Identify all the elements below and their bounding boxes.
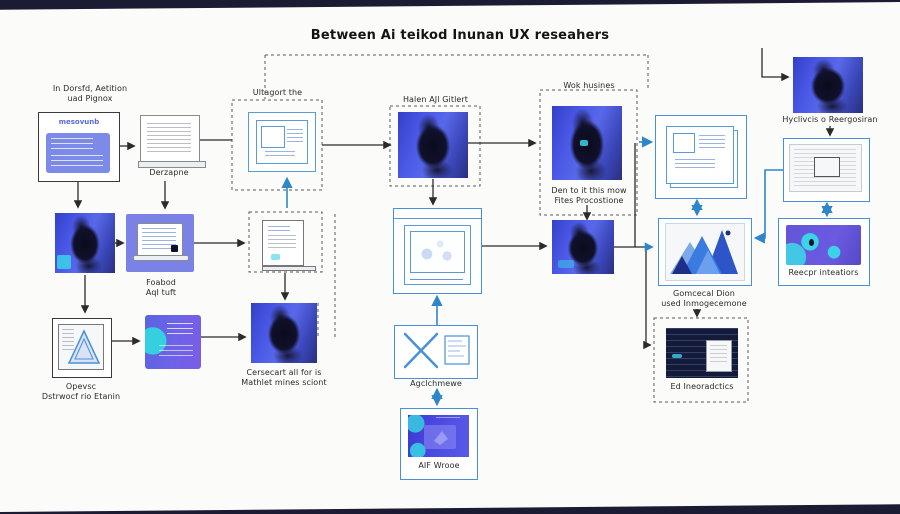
text-lines — [167, 323, 193, 335]
center-window-box — [393, 208, 482, 294]
text-lines — [51, 155, 103, 168]
hyclivcis-photo — [793, 57, 863, 113]
dorsfd-blue-panel — [46, 133, 110, 173]
figure-photo-2 — [55, 213, 115, 273]
wok-photo — [552, 106, 622, 180]
chart-blob — [271, 254, 280, 260]
mini-window — [814, 157, 840, 177]
arrow-shape-icon — [434, 431, 448, 445]
text-lines — [51, 138, 93, 150]
derzapne-label: Derzapne — [149, 168, 189, 177]
cersecart-photo — [251, 303, 317, 363]
halen-photo — [398, 112, 468, 178]
foabod-box — [126, 214, 194, 272]
mountains-icon — [670, 230, 738, 274]
ed-dashboard-image — [666, 328, 738, 378]
agclchmewe-box — [394, 325, 478, 379]
ultagort-label: Ultagort the — [252, 88, 303, 97]
figure-photo-3 — [552, 220, 614, 274]
dark-key — [171, 245, 178, 252]
app-card-image — [145, 315, 201, 369]
blue-title-line — [268, 226, 290, 232]
text-lines — [699, 135, 725, 151]
reecpr-photo — [786, 225, 861, 265]
wok-caption: Den to it this mow Fites Procostione — [551, 186, 627, 206]
ultagort-outer-frame — [248, 112, 316, 172]
gomcecal-label: Gomcecal Dion used Inmogecemone — [661, 289, 747, 309]
text-lines — [287, 129, 303, 143]
wok-label: Wok husines — [563, 81, 615, 90]
glyph-mark — [809, 239, 814, 246]
stacked-frame-front — [666, 126, 734, 184]
laptop-icon — [137, 223, 183, 257]
white-panel — [706, 340, 732, 372]
aif-photo — [408, 415, 469, 457]
derzapne-monitor-base — [138, 161, 206, 168]
opevsc-box — [52, 318, 112, 378]
text-lines — [159, 345, 193, 359]
derzapne-monitor-icon — [140, 115, 200, 163]
cyan-patch — [558, 260, 574, 268]
agclchmewe-label: Agclchmewe — [410, 379, 462, 388]
diagram-title: Between Ai teikod Inunan UX reseahers — [310, 28, 610, 43]
title-bar-line — [394, 218, 481, 219]
mountains-canvas — [665, 223, 745, 281]
text-lines — [268, 235, 296, 251]
text-lines — [436, 417, 460, 422]
sketch-area — [410, 231, 465, 273]
text-lines — [142, 228, 176, 252]
ultagort-inner-frame — [256, 120, 308, 164]
text-lines — [265, 151, 295, 159]
opevsc-inner-panel — [58, 324, 104, 370]
gomcecal-box — [658, 218, 752, 286]
dorsfd-note-box: mesovunb — [38, 112, 120, 182]
cyan-accent — [672, 354, 682, 358]
aif-wrooe-box: AIF Wrooe — [400, 408, 478, 480]
wireframe-window-box — [783, 138, 870, 202]
prism-triangle-icon — [67, 329, 101, 364]
dorsfd-panel-title: mesovunb — [58, 118, 100, 126]
text-lines — [710, 345, 727, 365]
ed-inera-label: Ed Ineoradctics — [670, 382, 734, 391]
cyan-patch — [580, 140, 588, 146]
dorsfd-note-label: In Dorsfd, Aetition uad Pignox — [52, 84, 128, 104]
foabod-label: Foabod AqI tuft — [145, 278, 177, 298]
wireframe-sheet — [789, 144, 862, 192]
reecpr-box: Reecpr inteatiors — [778, 218, 870, 286]
mini-window — [673, 133, 695, 153]
report-monitor-base — [262, 266, 316, 271]
inner-shape — [424, 425, 456, 449]
halen-label: Halen AJl Gitlert — [402, 95, 469, 104]
x-sketch-icon — [403, 332, 470, 369]
aif-wrooe-label: AIF Wrooe — [418, 461, 460, 470]
footer-line — [410, 279, 463, 280]
blue-double-arrows — [431, 198, 833, 407]
opevsc-label: Opevsc Dstrwocf rio Etanin — [41, 382, 121, 402]
mini-window — [261, 126, 285, 148]
cyan-patch — [57, 255, 71, 269]
cersecart-label: Cersecart all for is Mathlet mines scion… — [241, 368, 327, 388]
report-monitor-icon — [262, 220, 304, 266]
hyclivcis-label: Hyclivcis o Reergosiran — [782, 115, 878, 124]
text-lines — [675, 159, 715, 169]
reecpr-label: Reecpr inteatiors — [788, 268, 859, 277]
center-mid-frame — [404, 225, 471, 285]
laptop-base — [133, 255, 189, 261]
window-stack-box — [655, 115, 747, 199]
text-lines — [62, 329, 74, 351]
text-lines — [147, 123, 191, 153]
